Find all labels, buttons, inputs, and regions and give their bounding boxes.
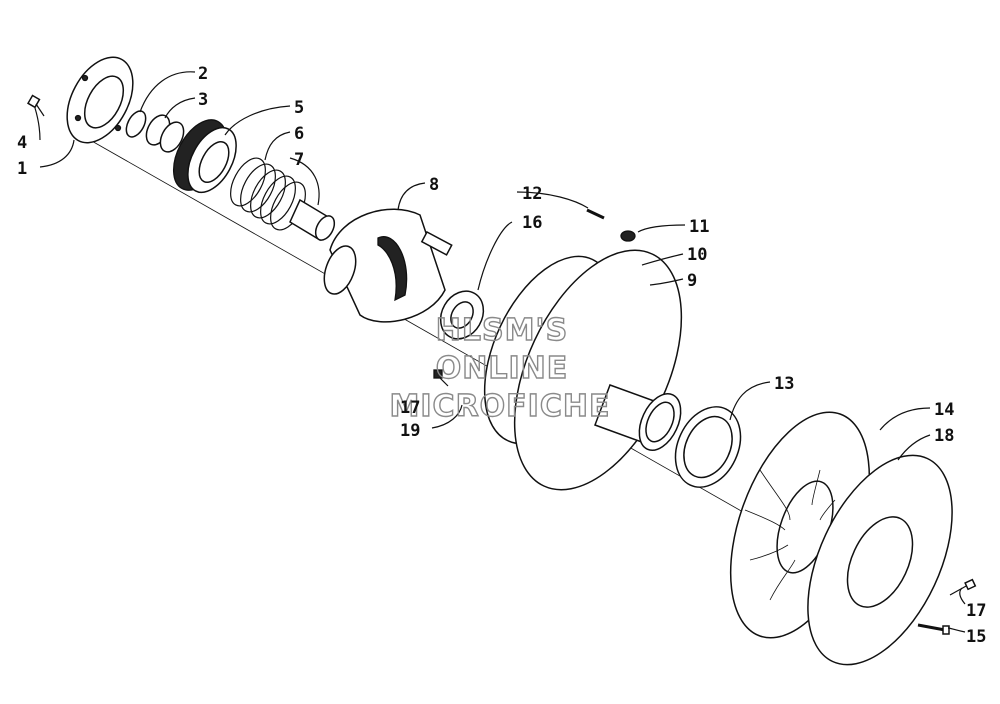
part-15-bolt	[917, 623, 950, 635]
part-18-outer-disc	[807, 454, 953, 666]
part-7-sleeve	[289, 198, 336, 242]
callout-14: 14	[934, 400, 954, 420]
part-9-sheave	[513, 249, 683, 491]
callout-10: 10	[687, 245, 707, 265]
callout-labels: 1 2 3 4 5 6 7 8 9 10 11 12 13 14 15 16 1…	[17, 64, 986, 647]
watermark-line-3: MICROFICHE	[390, 389, 611, 424]
watermark-line-1: HLSM'S	[436, 313, 568, 348]
part-4-bolt	[27, 94, 45, 117]
part-17-bolt-right	[949, 578, 977, 596]
callout-17-right: 17	[966, 601, 986, 621]
part-13-shim-ring	[674, 406, 742, 488]
callout-1: 1	[17, 159, 27, 179]
part-16-washer	[439, 290, 485, 340]
callout-5: 5	[294, 98, 304, 118]
callout-11: 11	[689, 217, 709, 237]
callout-9: 9	[687, 271, 697, 291]
part-17-bolt-left	[433, 369, 449, 387]
part-2-snap-ring	[125, 110, 147, 138]
part-5-housing	[172, 119, 237, 194]
callout-6: 6	[294, 124, 304, 144]
callout-2: 2	[198, 64, 208, 84]
callout-12: 12	[522, 184, 542, 204]
callout-18: 18	[934, 426, 954, 446]
leader-lines	[34, 71, 966, 633]
callout-15: 15	[966, 627, 986, 647]
callout-8: 8	[429, 175, 439, 195]
callout-19: 19	[400, 421, 420, 441]
callout-13: 13	[774, 374, 794, 394]
part-1-cover-plate	[66, 56, 134, 144]
watermark-line-2: ONLINE	[436, 351, 569, 386]
part-8-cam	[323, 208, 453, 323]
callout-4: 4	[17, 133, 27, 153]
callout-17-left: 17	[400, 398, 420, 418]
callout-3: 3	[198, 90, 208, 110]
callout-16: 16	[522, 213, 542, 233]
callout-7: 7	[294, 150, 304, 170]
part-12-pin	[586, 208, 605, 220]
part-11-roller	[620, 230, 636, 242]
watermark: HLSM'S ONLINE MICROFICHE	[389, 312, 611, 424]
part-3-bushing	[145, 114, 185, 153]
